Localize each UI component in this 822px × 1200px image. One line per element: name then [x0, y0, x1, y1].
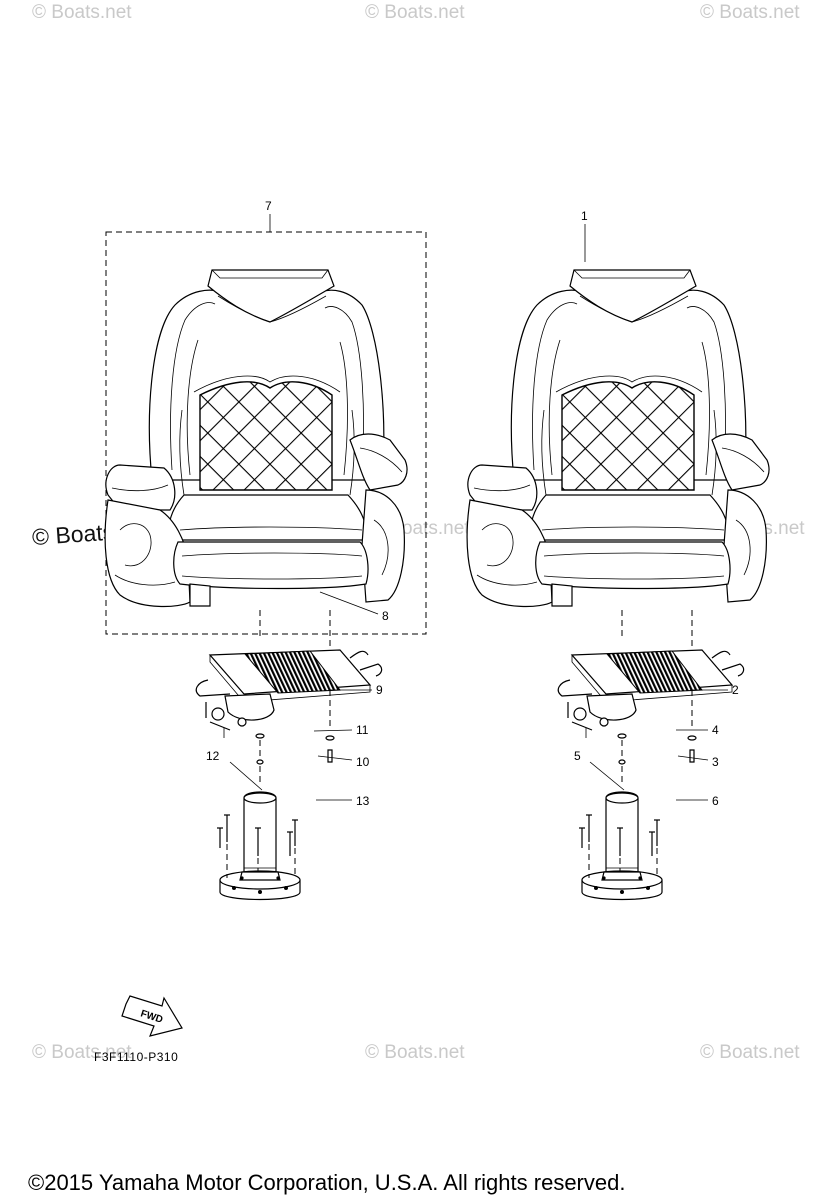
watermark-top-right: © Boats.net — [700, 2, 800, 23]
callout-5: 5 — [574, 749, 581, 763]
assembly-7-dashed-box — [105, 231, 427, 635]
callout-1: 1 — [581, 209, 588, 223]
fwd-arrow-icon: FWD — [121, 995, 183, 1037]
callout-13: 13 — [356, 794, 370, 808]
callout-10: 10 — [356, 755, 370, 769]
watermark-top-center: © Boats.net — [365, 2, 465, 23]
copyright-notice: ©2015 Yamaha Motor Corporation, U.S.A. A… — [28, 1170, 626, 1195]
watermark-bottom-center: © Boats.net — [365, 1042, 465, 1063]
callout-7: 7 — [265, 199, 272, 213]
callout-6: 6 — [712, 794, 719, 808]
callout-8: 8 — [382, 609, 389, 623]
seat-assembly-1 — [466, 269, 770, 608]
swivel-pedestal-left — [195, 609, 383, 901]
watermark-top-left: © Boats.net — [32, 2, 132, 23]
callout-9: 9 — [376, 683, 383, 697]
callout-11: 11 — [356, 723, 369, 737]
watermark-bottom-right: © Boats.net — [700, 1042, 800, 1063]
callout-2: 2 — [732, 683, 739, 697]
callout-4: 4 — [712, 723, 719, 737]
seat-assembly-7 — [104, 269, 408, 608]
callout-3: 3 — [712, 755, 719, 769]
callout-12: 12 — [206, 749, 220, 763]
watermark-bottom-left: © Boats.net — [32, 1042, 132, 1063]
diagram-code: F3F1110-P310 — [94, 1050, 179, 1064]
